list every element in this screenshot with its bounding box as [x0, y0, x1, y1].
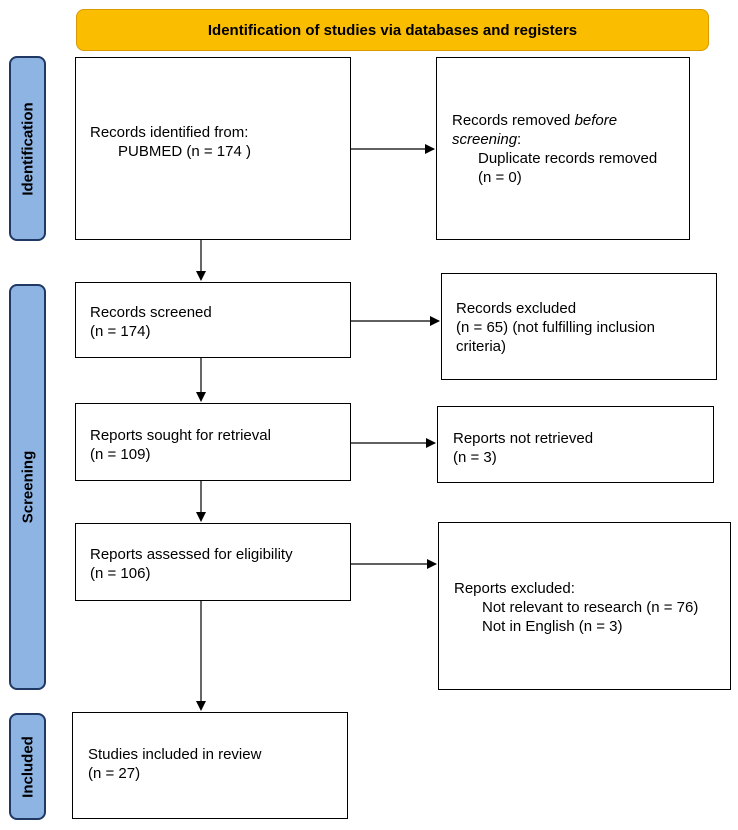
word-inclusion: inclusion: [596, 319, 655, 336]
word-n: (n: [456, 319, 470, 336]
reports-sought-count: (n = 109): [90, 446, 151, 463]
studies-included-count: (n = 27): [88, 765, 141, 782]
word-fulfilling: fulfilling: [542, 319, 593, 336]
identification-banner: Identification of studies via databases …: [76, 9, 709, 51]
records-identified-box: Records identified from: PUBMED (n = 174…: [75, 57, 351, 240]
phase-identification: Identification: [9, 56, 46, 241]
before-word: before: [574, 112, 618, 129]
reports-not-retrieved-count: (n = 3): [453, 449, 497, 466]
phase-screening: Screening: [9, 284, 46, 690]
records-identified-label: Records identified from:: [90, 124, 249, 141]
records-screened-count: (n = 174): [90, 323, 151, 340]
records-removed-word: Records: [452, 112, 508, 129]
screening-word: screening: [452, 131, 518, 148]
colon: :: [517, 131, 522, 148]
duplicate-records-count: (n = 0): [478, 169, 522, 186]
reports-assessed-count: (n = 106): [90, 565, 151, 582]
records-excluded-box: Records excluded (n = 65) (not fulfillin…: [441, 273, 717, 380]
phase-included: Included: [9, 713, 46, 820]
removed-word: removed: [512, 112, 571, 129]
reports-sought-box: Reports sought for retrieval (n = 109): [75, 403, 351, 481]
reports-excluded-box: Reports excluded: Not relevant to resear…: [438, 522, 731, 690]
duplicate-records-label: Duplicate records removed: [478, 150, 658, 167]
records-removed-line2: screening:: [452, 130, 675, 149]
records-screened-label: Records screened: [90, 304, 212, 321]
word-count: 65): [486, 319, 509, 336]
word-equals: =: [473, 319, 483, 336]
reports-assessed-box: Reports assessed for eligibility (n = 10…: [75, 523, 351, 601]
reports-excluded-label: Reports excluded:: [454, 580, 575, 597]
reports-sought-label: Reports sought for retrieval: [90, 427, 271, 444]
reports-not-retrieved-label: Reports not retrieved: [453, 430, 594, 447]
reports-excluded-reason-1: Not relevant to research (n = 76): [482, 599, 699, 616]
records-removed-box: Records removed before screening: Duplic…: [436, 57, 690, 240]
word-not: (not: [512, 319, 539, 336]
records-screened-box: Records screened (n = 174): [75, 282, 351, 358]
reports-not-retrieved-box: Reports not retrieved (n = 3): [437, 406, 714, 483]
records-identified-source: PUBMED (n = 174 ): [118, 143, 251, 160]
records-excluded-line3: criteria): [456, 338, 507, 355]
studies-included-label: Studies included in review: [88, 746, 262, 763]
reports-assessed-label: Reports assessed for eligibility: [90, 546, 293, 563]
records-excluded-label: Records excluded: [456, 300, 577, 317]
records-removed-line1: Records removed before: [452, 111, 675, 130]
banner-title: Identification of studies via databases …: [207, 21, 578, 39]
records-excluded-line2: (n = 65) (not fulfilling inclusion: [456, 318, 702, 337]
reports-excluded-reason-2: Not in English (n = 3): [482, 618, 623, 635]
studies-included-box: Studies included in review (n = 27): [72, 712, 348, 819]
